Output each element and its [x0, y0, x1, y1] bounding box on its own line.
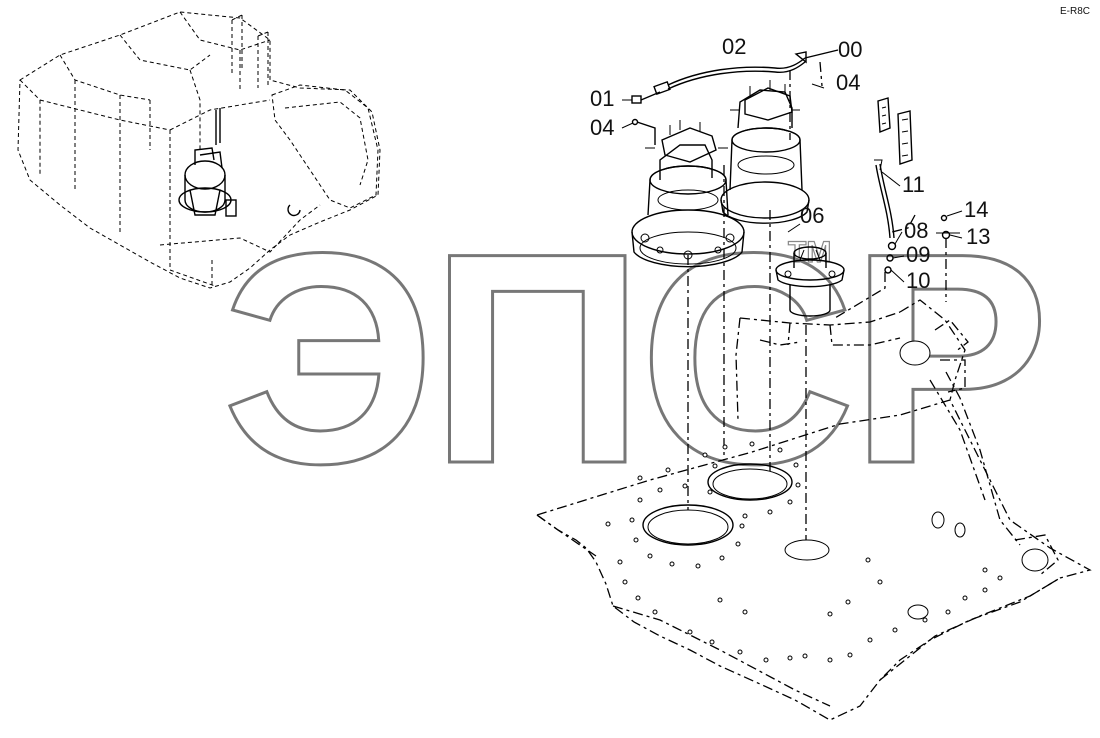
bolt-holes [605, 441, 1003, 663]
swing-motor-left [631, 120, 745, 268]
leader-lines [687, 61, 960, 548]
watermark-trademark: TM [788, 236, 831, 269]
center-swivel-joint-06 [775, 246, 845, 317]
label-10: 10 [906, 268, 930, 293]
corner-reference-code: E-R8C [1060, 6, 1090, 17]
label-04-left: 04 [590, 115, 614, 140]
fittings-01-04 [631, 91, 661, 145]
revolving-frame [535, 299, 1092, 721]
label-01: 01 [590, 86, 614, 111]
label-06: 06 [800, 203, 824, 228]
label-08: 08 [904, 218, 928, 243]
hydraulic-hose-02 [653, 49, 839, 96]
swing-motor-right [720, 80, 810, 224]
callout-labels: 00 02 04 01 04 06 11 08 09 10 14 13 [590, 34, 990, 293]
label-09: 09 [906, 242, 930, 267]
label-11: 11 [902, 172, 925, 197]
label-13: 13 [966, 224, 990, 249]
label-02: 02 [722, 34, 746, 59]
hose-assembly-11 [874, 97, 951, 274]
label-04-top: 04 [836, 70, 860, 95]
overview-swing-motor [178, 108, 301, 217]
label-00: 00 [838, 37, 862, 62]
label-14: 14 [964, 197, 988, 222]
overview-machine-drawing [17, 11, 381, 289]
